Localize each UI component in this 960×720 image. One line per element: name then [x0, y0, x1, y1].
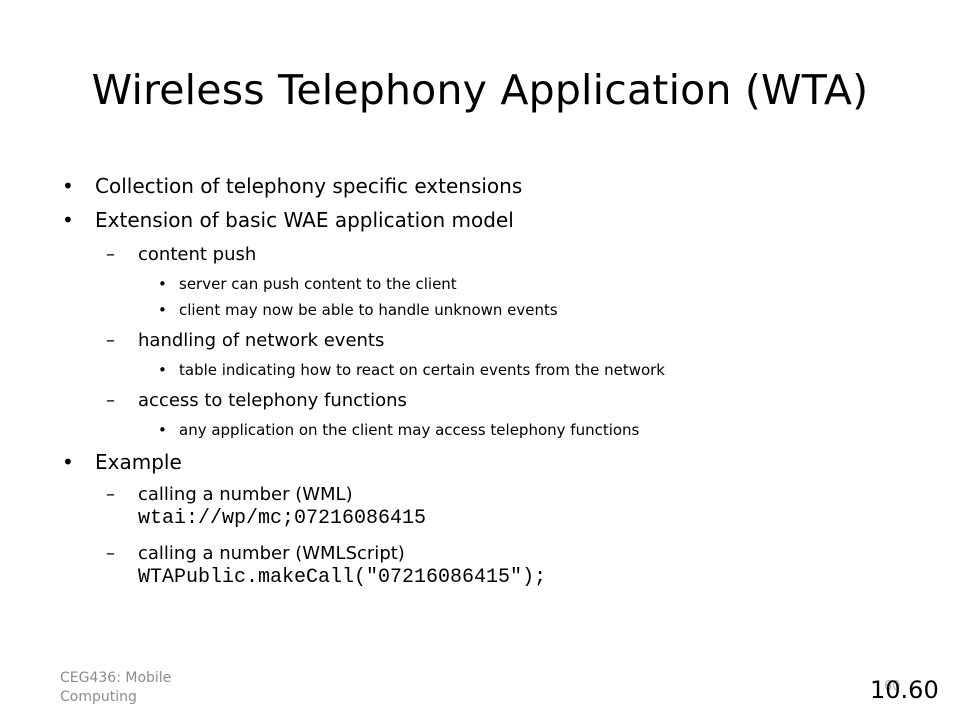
sub-sub-bullet-item: client may now be able to handle unknown… [179, 301, 558, 319]
sub-sub-bullet-item: server can push content to the client [179, 275, 457, 293]
footer-course: CEG436: Mobile Computing [60, 670, 172, 705]
bullet-item: Extension of basic WAE application model [95, 208, 514, 232]
slide-number-faint: 60 [884, 679, 901, 694]
dash-marker: – [106, 244, 115, 265]
dash-marker: – [106, 543, 115, 564]
bullet-marker: • [158, 301, 167, 319]
code-snippet: wtai://wp/mc;07216086415 [138, 507, 427, 530]
bullet-marker: • [158, 421, 167, 439]
slide-number: 10.60 [870, 676, 939, 704]
sub-bullet-item: calling a number (WMLScript) [138, 543, 405, 564]
sub-sub-bullet-item: table indicating how to react on certain… [179, 361, 665, 379]
dash-marker: – [106, 484, 115, 505]
slide-title: Wireless Telephony Application (WTA) [91, 66, 869, 114]
sub-bullet-item: handling of network events [138, 330, 385, 351]
sub-bullet-item: access to telephony functions [138, 390, 407, 411]
sub-sub-bullet-item: any application on the client may access… [179, 421, 640, 439]
sub-bullet-item: content push [138, 244, 257, 265]
bullet-marker: • [62, 450, 74, 474]
bullet-marker: • [158, 275, 167, 293]
bullet-marker: • [158, 361, 167, 379]
bullet-item: Example [95, 450, 182, 474]
bullet-marker: • [62, 174, 74, 198]
dash-marker: – [106, 330, 115, 351]
bullet-marker: • [62, 208, 74, 232]
sub-bullet-item: calling a number (WML) [138, 484, 353, 505]
dash-marker: – [106, 390, 115, 411]
code-snippet: WTAPublic.makeCall("07216086415"); [138, 566, 547, 589]
bullet-item: Collection of telephony specific extensi… [95, 174, 523, 198]
